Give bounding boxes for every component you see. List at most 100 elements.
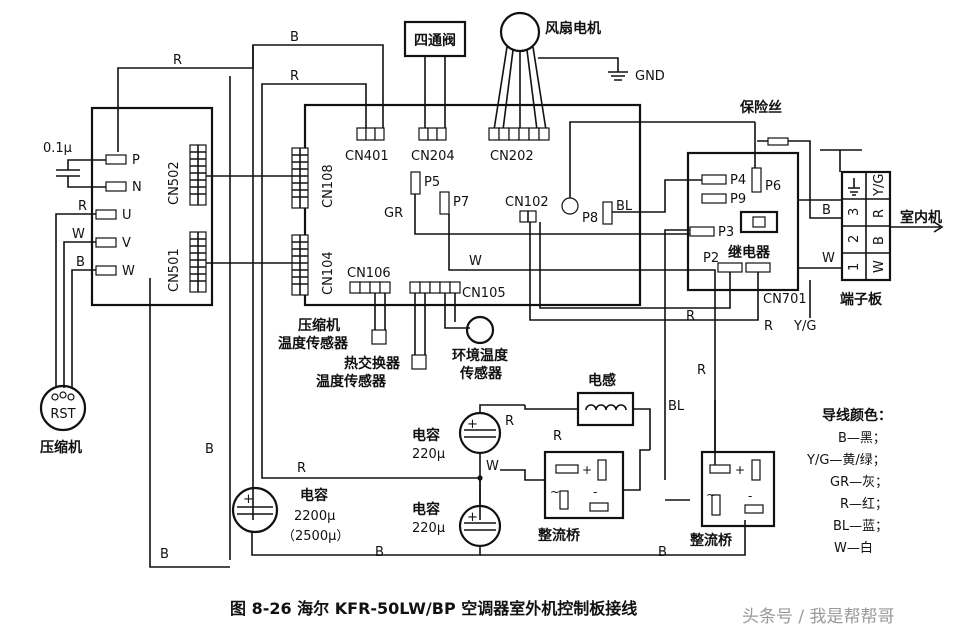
inverter-board [90,106,214,307]
svg-text:~: ~ [550,485,560,499]
indoor-unit-label: 室内机 [900,209,942,226]
wire-label-w-cap: W [486,459,499,474]
wire-v [63,241,96,388]
wire-label-r-relay2: R [764,319,773,334]
svg-text:-: - [748,489,752,503]
cn106-label: CN106 [347,266,391,281]
compressor-label: 压缩机 [40,439,82,456]
fuse-icon [767,137,789,146]
cn105-connector [409,281,461,294]
amb-temp-label-1: 环境温度 [452,347,509,364]
cap-220-top-value: 220μ [412,447,445,462]
term-b: B [872,236,887,245]
cn204-connector [418,127,447,141]
wire-label-w-mid: W [469,254,482,269]
wire-label-yg: Y/G [793,319,816,334]
rect-left-wires [500,449,650,491]
relay-board [686,151,800,292]
wire-label-b-term: B [822,203,831,218]
pin-u-label: U [122,208,132,223]
relay-icon [739,210,779,234]
p2-terminal [717,262,743,273]
fan-motor-icon [499,11,541,53]
svg-text:+: + [243,492,254,507]
term-1: 1 [847,263,862,271]
pin-v [95,237,117,248]
cap-220-bottom-title: 电容 [412,501,440,518]
cap-220-bottom-value: 220μ [412,521,445,536]
ground-symbol [848,178,860,196]
legend-item-bl: BL—蓝； [833,519,888,534]
wire-label-r-relay1: R [686,309,695,324]
pin-v-label: V [122,236,131,251]
p3-label: P3 [718,225,734,240]
wire-b-bottom [480,520,746,556]
wire-r-relay2 [529,222,759,321]
cap-2200-value: 2200μ [294,509,335,524]
valve-wires [424,56,446,130]
wire-label-r-u: R [78,199,87,214]
svg-text:+: + [582,463,592,477]
p3-terminal [689,226,715,237]
wire-label-r-2: R [290,69,299,84]
cn104-connector [291,234,309,296]
fuse-label: 保险丝 [739,99,782,116]
wire-label-w-v: W [72,227,85,242]
sensor3-wire [444,293,470,329]
fuse-wire [754,122,842,219]
wire-w-comp [71,269,96,388]
legend-item-w: W—白 [834,540,873,556]
p8-terminal [602,201,613,225]
wire-r-second [261,83,367,470]
wire-u [55,213,96,388]
cap-small-label: 0.1μ [43,141,72,156]
cap-2500-value: （2500μ） [282,529,349,544]
wire-bl-right [664,229,690,480]
legend-item-r: R—红； [840,496,888,512]
pin-p-label: P [132,153,140,168]
wire-label-r-cap: R [297,461,306,476]
four-way-valve-label: 四通阀 [414,32,456,49]
comp-temp-sensor-icon [371,329,387,345]
four-way-valve-box [403,20,467,58]
wire-r-relay [539,222,731,309]
sensor1-wire [374,293,386,330]
inductor-wire [524,405,651,450]
wire-w-mid [448,214,716,470]
p6-label: P6 [765,179,781,194]
pin-w-label: W [122,264,135,279]
cn108-label: CN108 [321,164,336,208]
rect-right-wires [665,400,716,501]
fuse-terminal-icon [561,197,579,215]
p5-terminal [410,171,421,195]
pin-n-label: N [132,180,142,195]
wire-label-b-w: B [76,255,85,270]
term-2: 2 [847,235,862,243]
cn108-connector [291,147,309,209]
cn401-connector [356,127,385,141]
svg-text:+: + [467,417,478,432]
rectifier-left-box [543,450,625,520]
cn202-connector [488,127,550,141]
fan-motor-label: 风扇电机 [545,20,601,37]
p9-terminal [701,193,727,204]
cn106-connector [349,281,391,294]
svg-text:+: + [467,510,478,525]
inductor-label: 电感 [588,372,616,389]
cn202-label: CN202 [490,149,534,164]
p9-label: P9 [730,192,746,207]
comp-temp-label-1: 压缩机 [298,317,340,334]
wire-bl-p8 [612,179,702,213]
cn502-connector [189,144,207,206]
wire-label-b-bottom: B [375,545,384,560]
wire-label-b-1: B [290,30,299,45]
cn501-connector [189,231,207,293]
wire-label-b-left: B [160,547,169,562]
p8-label: P8 [582,211,598,226]
wire-label-b-mid: B [205,442,214,457]
wire-label-b-bottom2: B [658,545,667,560]
wire-label-bl-p8: BL [616,199,633,214]
pin-u [95,209,117,220]
ambient-sensor-icon [465,315,495,345]
